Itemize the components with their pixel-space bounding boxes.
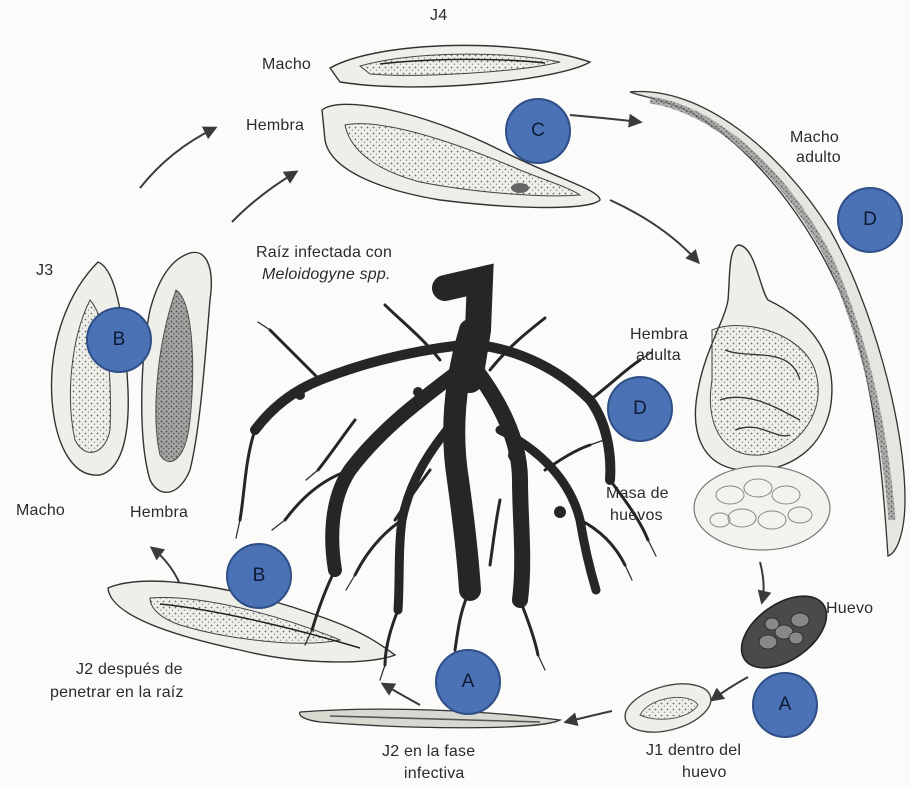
label-j3: J3: [36, 261, 53, 281]
arrow-j2-infectiva-to-j2-penetrada: [383, 684, 420, 705]
arrow-huevo-to-j1: [712, 677, 748, 700]
label-masa-line1: Masa de: [606, 484, 669, 504]
label-macho-adulto-line1: Macho: [790, 128, 839, 148]
marker-d-hembra-adulta: D: [607, 376, 673, 442]
label-macho-adulto-line2: adulto: [796, 148, 841, 168]
hembra-adulta-illustration: [695, 245, 831, 471]
arrow-j3-macho-to-j4-macho: [140, 128, 215, 188]
label-j4-hembra: Hembra: [246, 116, 304, 136]
arrow-masa-to-huevo: [760, 562, 764, 602]
label-j2-penetrada-line2: penetrar en la raíz: [50, 683, 184, 703]
label-j3-hembra: Hembra: [130, 503, 188, 523]
label-j1-line2: huevo: [682, 763, 727, 783]
label-j3-macho: Macho: [16, 501, 65, 521]
label-raiz-line1: Raíz infectada con: [256, 243, 392, 263]
j2-infectiva-illustration: [300, 709, 560, 728]
label-j2-infectiva-line1: J2 en la fase: [382, 742, 475, 762]
j3-hembra-illustration: [142, 252, 212, 492]
label-j2-penetrada-line1: J2 después de: [76, 660, 183, 680]
label-masa-line2: huevos: [610, 506, 663, 526]
marker-b-j2: B: [226, 543, 292, 609]
j1-huevo-illustration: [620, 675, 716, 740]
arrow-j2-to-j3: [152, 548, 180, 584]
label-huevo: Huevo: [826, 599, 873, 619]
label-j4-macho: Macho: [262, 55, 311, 75]
arrow-j4-hembra-to-hembra-adulta: [610, 200, 698, 262]
label-hembra-adulta-line1: Hembra: [630, 325, 688, 345]
label-hembra-adulta-line2: adulta: [636, 346, 681, 366]
arrow-j1-to-j2-infectiva: [566, 711, 612, 722]
marker-a-j1: A: [752, 672, 818, 738]
masa-de-huevos-illustration: [694, 466, 830, 550]
marker-a-j2: A: [435, 649, 501, 715]
marker-d-macho-adulto: D: [837, 187, 903, 253]
label-j2-infectiva-line2: infectiva: [404, 764, 465, 784]
marker-c: C: [505, 98, 571, 164]
arrow-j4-macho-to-macho-adulto: [570, 115, 640, 122]
marker-b-j3: B: [86, 307, 152, 373]
label-raiz-line2: Meloidogyne spp.: [262, 266, 391, 283]
huevo-illustration: [729, 582, 840, 683]
j4-macho-illustration: [330, 45, 590, 87]
arrow-j3-hembra-to-j4-hembra: [232, 172, 296, 222]
label-j1-line1: J1 dentro del: [646, 741, 741, 761]
label-j4: J4: [430, 6, 447, 26]
